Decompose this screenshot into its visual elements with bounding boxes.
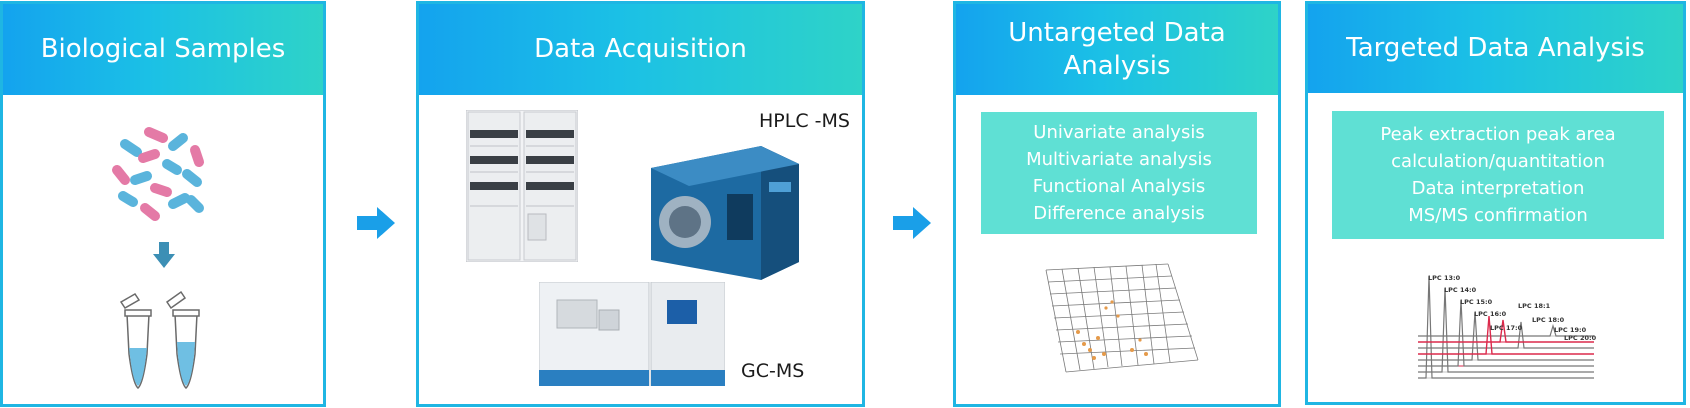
analysis-method-box: Univariate analysis Multivariate analysi… [981,112,1257,234]
panel-title-line-1: Untargeted Data [1008,18,1226,48]
peak-label: LPC 18:0 [1532,316,1565,324]
panel-header: Untargeted Data Analysis [956,4,1278,95]
panel-biological-samples: Biological Samples [0,1,326,407]
down-arrow-icon [153,242,175,268]
peak-label: LPC 20:0 [1564,334,1597,342]
panel-data-acquisition: Data Acquisition HPLC -MS [416,1,865,407]
hplc-instrument-icon [466,110,578,262]
chromatogram-icon: LPC 13:0 LPC 14:0 LPC 15:0 LPC 16:0 LPC … [1418,274,1597,379]
panel-targeted-analysis: Targeted Data Analysis Peak extraction p… [1305,1,1686,405]
peak-label: LPC 15:0 [1460,298,1493,306]
analysis-item: Univariate analysis [1033,122,1205,143]
peak-label: LPC 14:0 [1444,286,1477,294]
peak-label: LPC 18:1 [1518,302,1551,310]
panel-header: Targeted Data Analysis [1308,4,1683,93]
panel-title: Targeted Data Analysis [1346,33,1645,64]
panel-title: Data Acquisition [534,34,747,65]
gcms-instrument-icon [539,282,725,386]
panel-header: Data Acquisition [419,4,862,95]
hplc-ms-label: HPLC -MS [759,110,850,132]
bacteria-icon [112,127,204,221]
peak-label: LPC 16:0 [1474,310,1507,318]
analysis-item: Data interpretation [1411,178,1585,199]
panel-title: Biological Samples [40,34,286,65]
analysis-item: Functional Analysis [1032,176,1206,197]
analysis-item: MS/MS confirmation [1408,205,1588,226]
peak-label: LPC 13:0 [1428,274,1461,282]
test-tube-icon [165,290,200,389]
peak-label: LPC 17:0 [1490,324,1523,332]
test-tube-icon [119,293,152,389]
panel-untargeted-analysis: Untargeted Data Analysis Univariate anal… [953,1,1281,407]
analysis-item: Multivariate analysis [1026,149,1212,170]
panel-title-line-2: Analysis [1063,50,1171,81]
gc-ms-label: GC-MS [741,360,805,382]
mass-spec-icon [651,146,799,280]
analysis-method-box: Peak extraction peak area calculation/qu… [1332,111,1664,239]
panel-header: Biological Samples [3,4,323,95]
3d-scatter-plot-icon [1045,263,1199,373]
right-arrow-icon [357,207,395,239]
analysis-item: Difference analysis [1033,203,1205,224]
peak-label: LPC 19:0 [1554,326,1587,334]
analysis-item: Peak extraction peak area [1380,124,1616,145]
right-arrow-icon [893,207,931,239]
analysis-item: calculation/quantitation [1391,151,1605,172]
